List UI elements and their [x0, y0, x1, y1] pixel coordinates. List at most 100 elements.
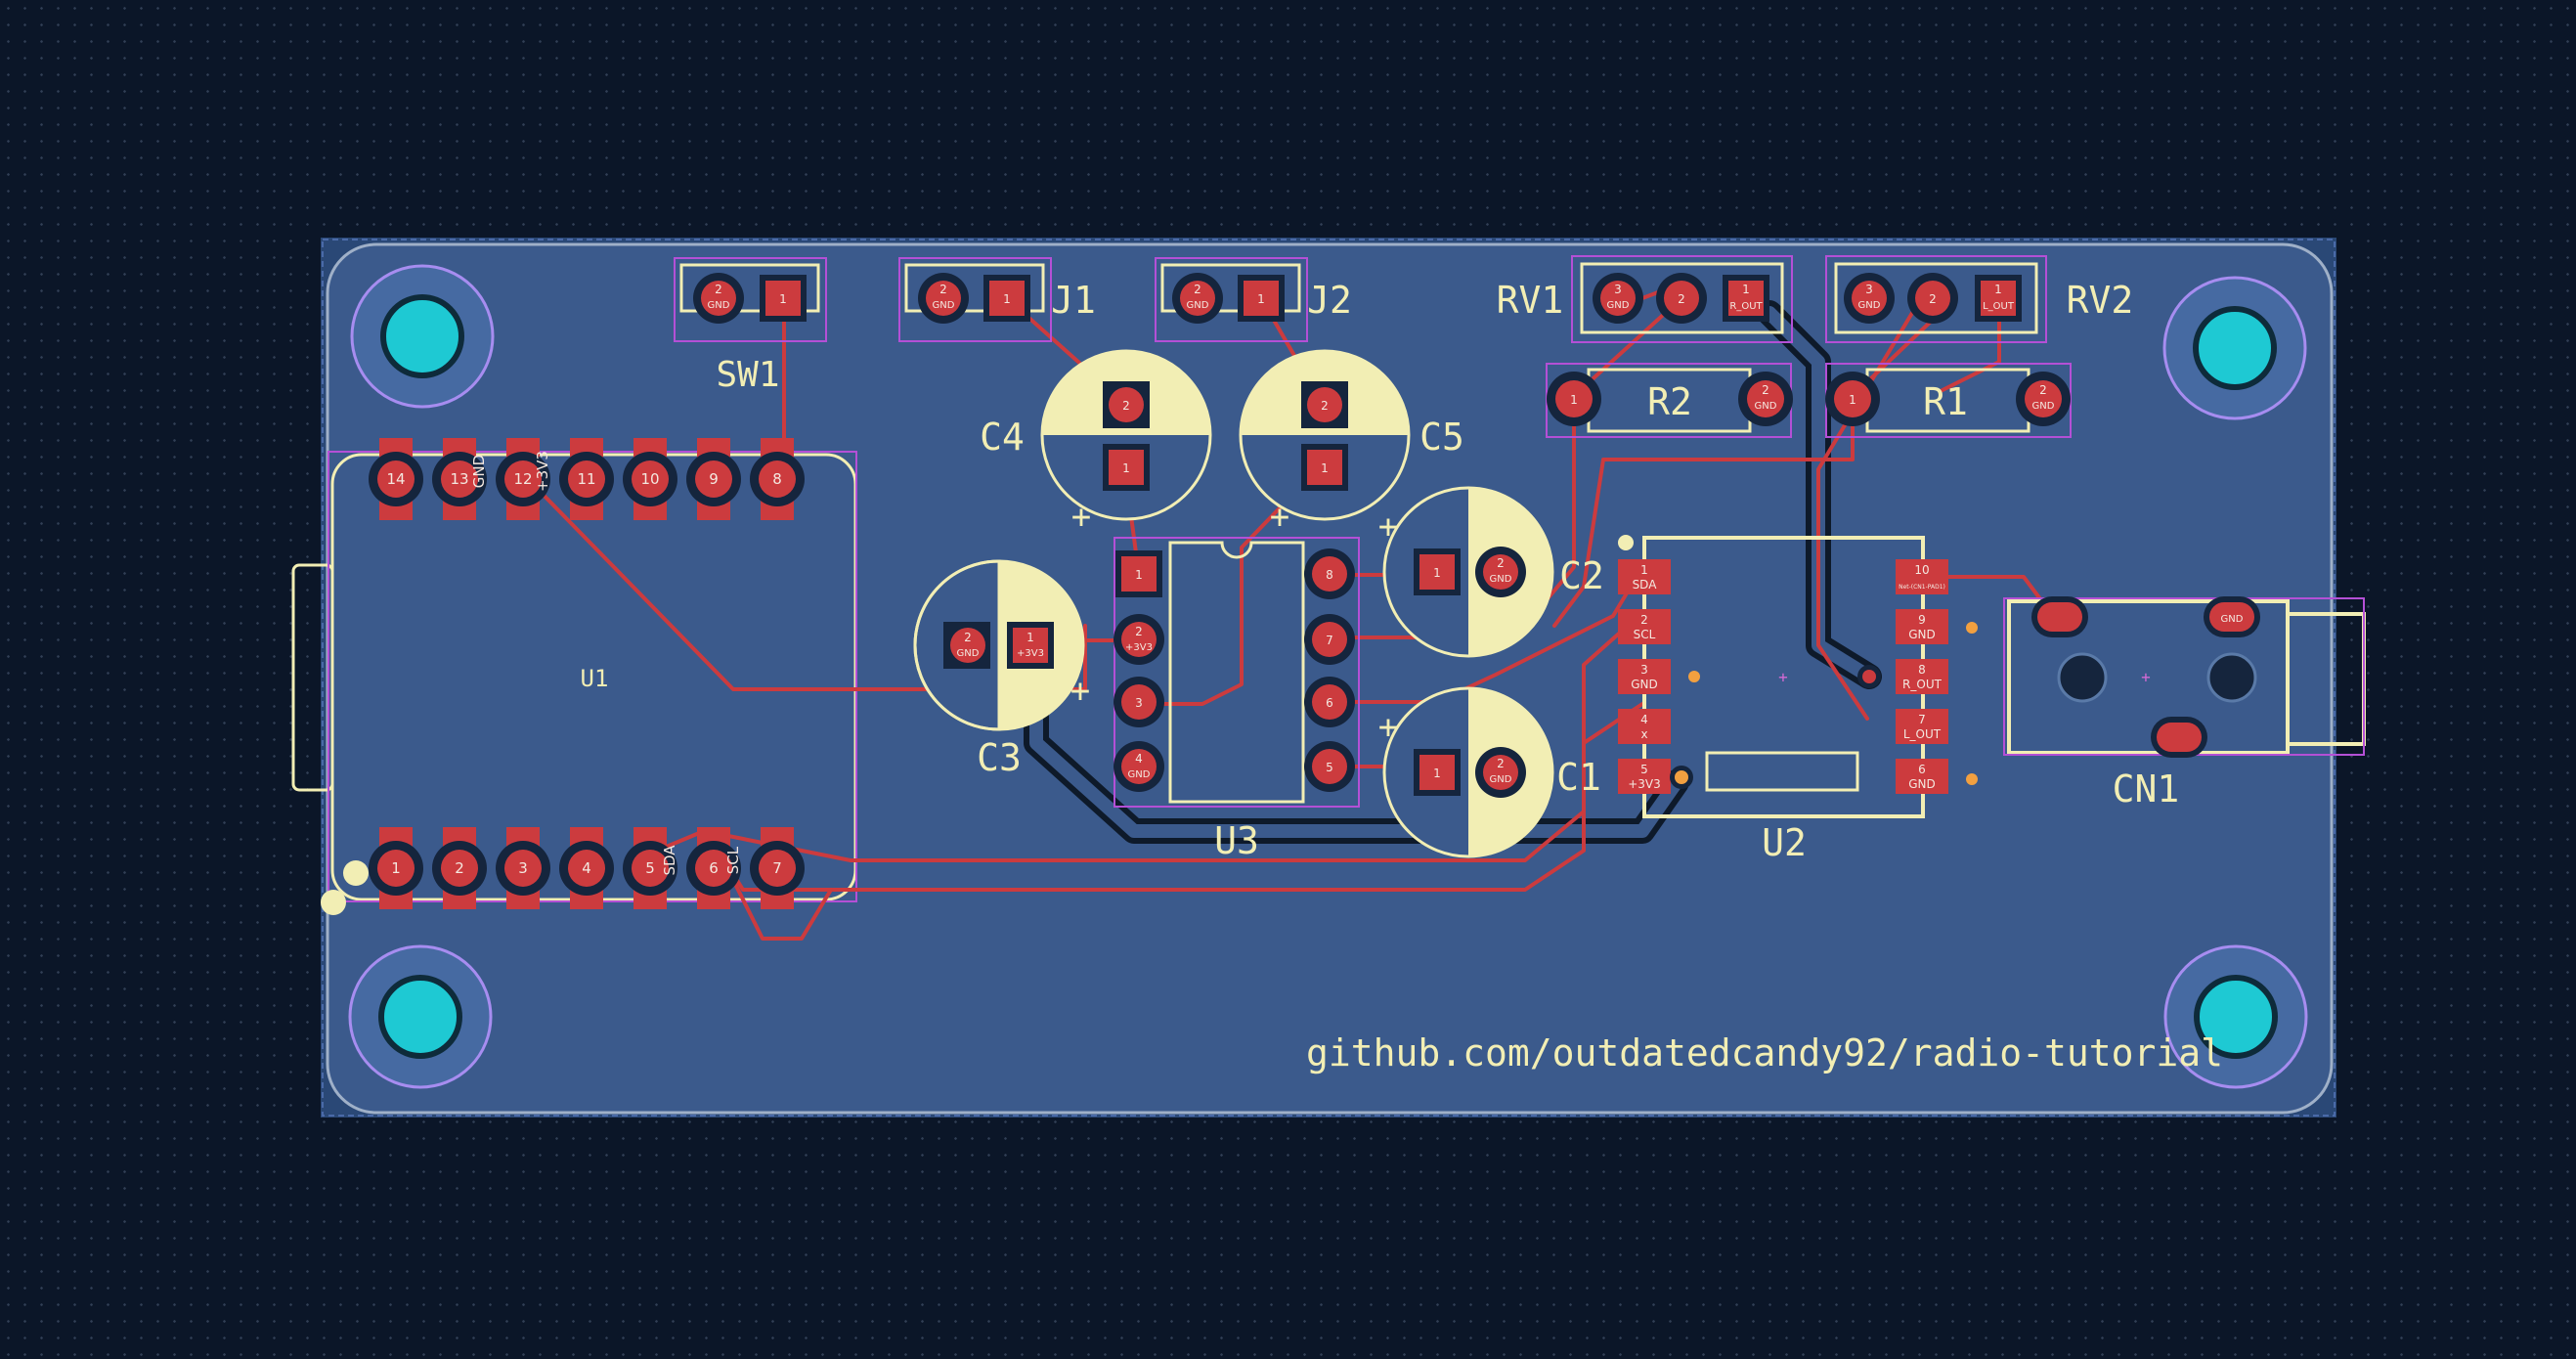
cn1-pad2-net: GND [2221, 614, 2244, 625]
c3-pad1-num: 1 [1026, 631, 1034, 644]
u1-top-pin-4: 10 [623, 438, 677, 520]
rv2-pad3-net: GND [1858, 300, 1881, 311]
c4-plus: + [1071, 498, 1091, 537]
u2-left-pad-net: SDA [1633, 578, 1658, 592]
rv1-pad3-num: 3 [1614, 283, 1622, 296]
u1-pin1-dot [343, 860, 369, 886]
rv1-pad1-num: 1 [1742, 283, 1750, 296]
rv1-pad2-num: 2 [1678, 292, 1685, 306]
r2-pad1-num: 1 [1570, 393, 1578, 407]
u2-right-pad-net: R_OUT [1902, 678, 1943, 691]
u1-top-pin-0: 14 [369, 438, 423, 520]
u2-right-pad-num: 8 [1918, 663, 1926, 677]
u2-left-pad-net: x [1640, 727, 1647, 741]
ref-cn1: CN1 [2113, 767, 2180, 811]
j1-pad2-num: 2 [939, 283, 947, 296]
u2-left-pad-num: 3 [1640, 663, 1648, 677]
r1-pad2-net: GND [2032, 401, 2055, 412]
r1-pad1-num: 1 [1849, 393, 1856, 407]
c5-pad2-num: 2 [1321, 399, 1329, 413]
u1-top-pin-net: +3V3 [534, 451, 551, 492]
c3-pad2-net: GND [957, 648, 980, 659]
u1-bottom-pin-num: 3 [518, 859, 528, 877]
u2-right-pad-num: 6 [1918, 763, 1926, 776]
r2-pad2-net: GND [1755, 401, 1777, 412]
j2-pad1-num: 1 [1257, 292, 1265, 306]
u2-right-pad-num: 7 [1918, 713, 1926, 726]
c1-pad1-num: 1 [1433, 767, 1441, 780]
mounting-hole-bottom-left [348, 944, 493, 1089]
c3-plus: + [1070, 672, 1090, 711]
u2-left-pad-num: 2 [1640, 613, 1648, 627]
u2-left-pad-net: SCL [1634, 628, 1656, 641]
ref-u3: U3 [1214, 819, 1259, 862]
ref-j1: J1 [1051, 279, 1096, 322]
mounting-hole-bottom-right [2163, 944, 2308, 1089]
u1-bottom-pin-2: 3 [496, 827, 550, 909]
r2-pad2-num: 2 [1762, 383, 1769, 397]
url-silkscreen: github.com/outdatedcandy92/radio-tutoria… [1306, 1031, 2223, 1074]
rv2-footprint: 3 GND 2 1 L_OUT [1825, 255, 2047, 343]
u1-bottom-pin-0: 1 [369, 827, 423, 909]
r1-pad2-num: 2 [2039, 383, 2047, 397]
u1-bottom-pin-num: 1 [391, 859, 401, 877]
c4-pad2-num: 2 [1122, 399, 1130, 413]
u2-vias [1670, 622, 1978, 789]
ref-rv2: RV2 [2067, 279, 2134, 322]
u1-top-pin-3: 11 [559, 438, 614, 520]
u3-pad1-num: 1 [1135, 568, 1143, 582]
ref-c4: C4 [980, 416, 1025, 459]
ref-u1: U1 [581, 665, 609, 692]
u1-bottom-pin-3: 4 [559, 827, 614, 909]
c4-pad1-num: 1 [1122, 461, 1130, 475]
rv1-pad1-net: R_OUT [1729, 301, 1763, 312]
u1-top-pin-num: 9 [709, 470, 719, 488]
r1-footprint: 1 2 GND [1825, 363, 2072, 438]
mounting-hole-top-right [2162, 276, 2307, 420]
u1-bottom-pin-num: 6 [709, 859, 719, 877]
c5-plus: + [1270, 498, 1289, 537]
u1-bottom-pin-6: 7 [750, 827, 805, 909]
c3-pad2-num: 2 [964, 631, 972, 644]
board-bounding-box [322, 239, 2336, 1117]
u2-right-pad-2: 8R_OUT [1896, 659, 1948, 694]
c5-pad1-num: 1 [1321, 461, 1329, 475]
u2-left-pad-num: 5 [1640, 763, 1648, 776]
u1-top-pin-net: GND [470, 455, 488, 488]
u3-pad4-net: GND [1128, 769, 1151, 780]
j2-pad2-net: GND [1187, 300, 1209, 311]
u2-right-pad-net: L_OUT [1903, 727, 1942, 741]
c1-footprint: 1 2 GND + [1378, 686, 1554, 858]
c1-pad2-num: 2 [1497, 757, 1505, 770]
u1-bottom-pin-1: 2 [432, 827, 487, 909]
u2-right-pad-3: 7L_OUT [1896, 709, 1948, 744]
u1-top-pin-num: 14 [386, 470, 405, 488]
u2-right-pad-num: 9 [1918, 613, 1926, 627]
c5-footprint: 2 1 + [1239, 349, 1411, 537]
u1-bottom-pin-5: 6 SCL [686, 827, 742, 909]
u1-bottom-pin-net: SCL [724, 846, 742, 874]
rv2-pad2-num: 2 [1929, 292, 1937, 306]
c3-pad1-net: +3V3 [1017, 648, 1044, 659]
rv2-pad1-net: L_OUT [1983, 301, 2015, 312]
u2-left-pad-4: 5+3V3 [1618, 759, 1671, 794]
u1-bottom-pin-num: 7 [772, 859, 782, 877]
cn1-footprint: + GND [2003, 596, 2366, 758]
u1-top-pin-num: 13 [450, 470, 468, 488]
sw1-pad2-num: 2 [715, 283, 722, 296]
j1-pad2-net: GND [933, 300, 955, 311]
u2-right-pad-net: GND [1908, 777, 1936, 791]
u3-pad8-num: 8 [1326, 568, 1333, 582]
ref-j2: J2 [1307, 279, 1352, 322]
svg-text:+: + [1778, 668, 1788, 686]
u2-right-pad-net: GND [1908, 628, 1936, 641]
u3-pad2-num: 2 [1135, 625, 1143, 638]
